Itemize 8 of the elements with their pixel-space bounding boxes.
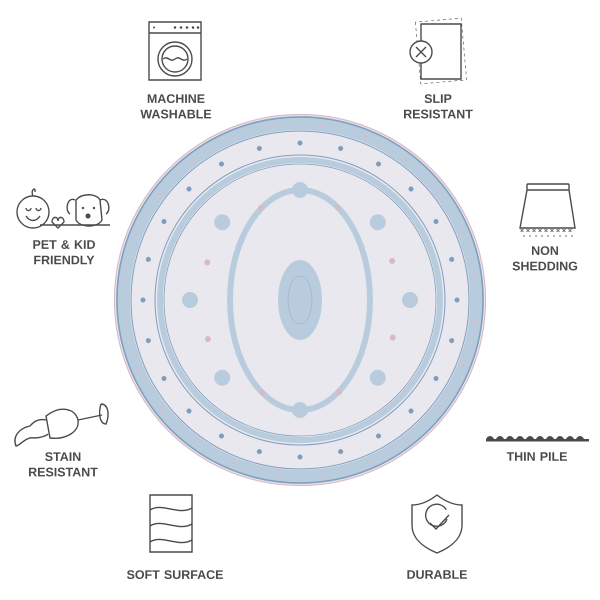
feature-label: DURABLE	[407, 570, 467, 579]
feature-label: SOFT SURFACE	[126, 570, 223, 580]
feature-label: NON SHEDDING	[512, 246, 578, 270]
feature-label: MACHINE WASHABLE	[140, 94, 212, 118]
feature-label: THIN PILE	[506, 452, 567, 461]
feature-label: STAIN RESISTANT	[29, 452, 98, 476]
feature-label: SLIP RESISTANT	[404, 94, 473, 118]
feature-label: PET & KID FRIENDLY	[33, 240, 95, 264]
